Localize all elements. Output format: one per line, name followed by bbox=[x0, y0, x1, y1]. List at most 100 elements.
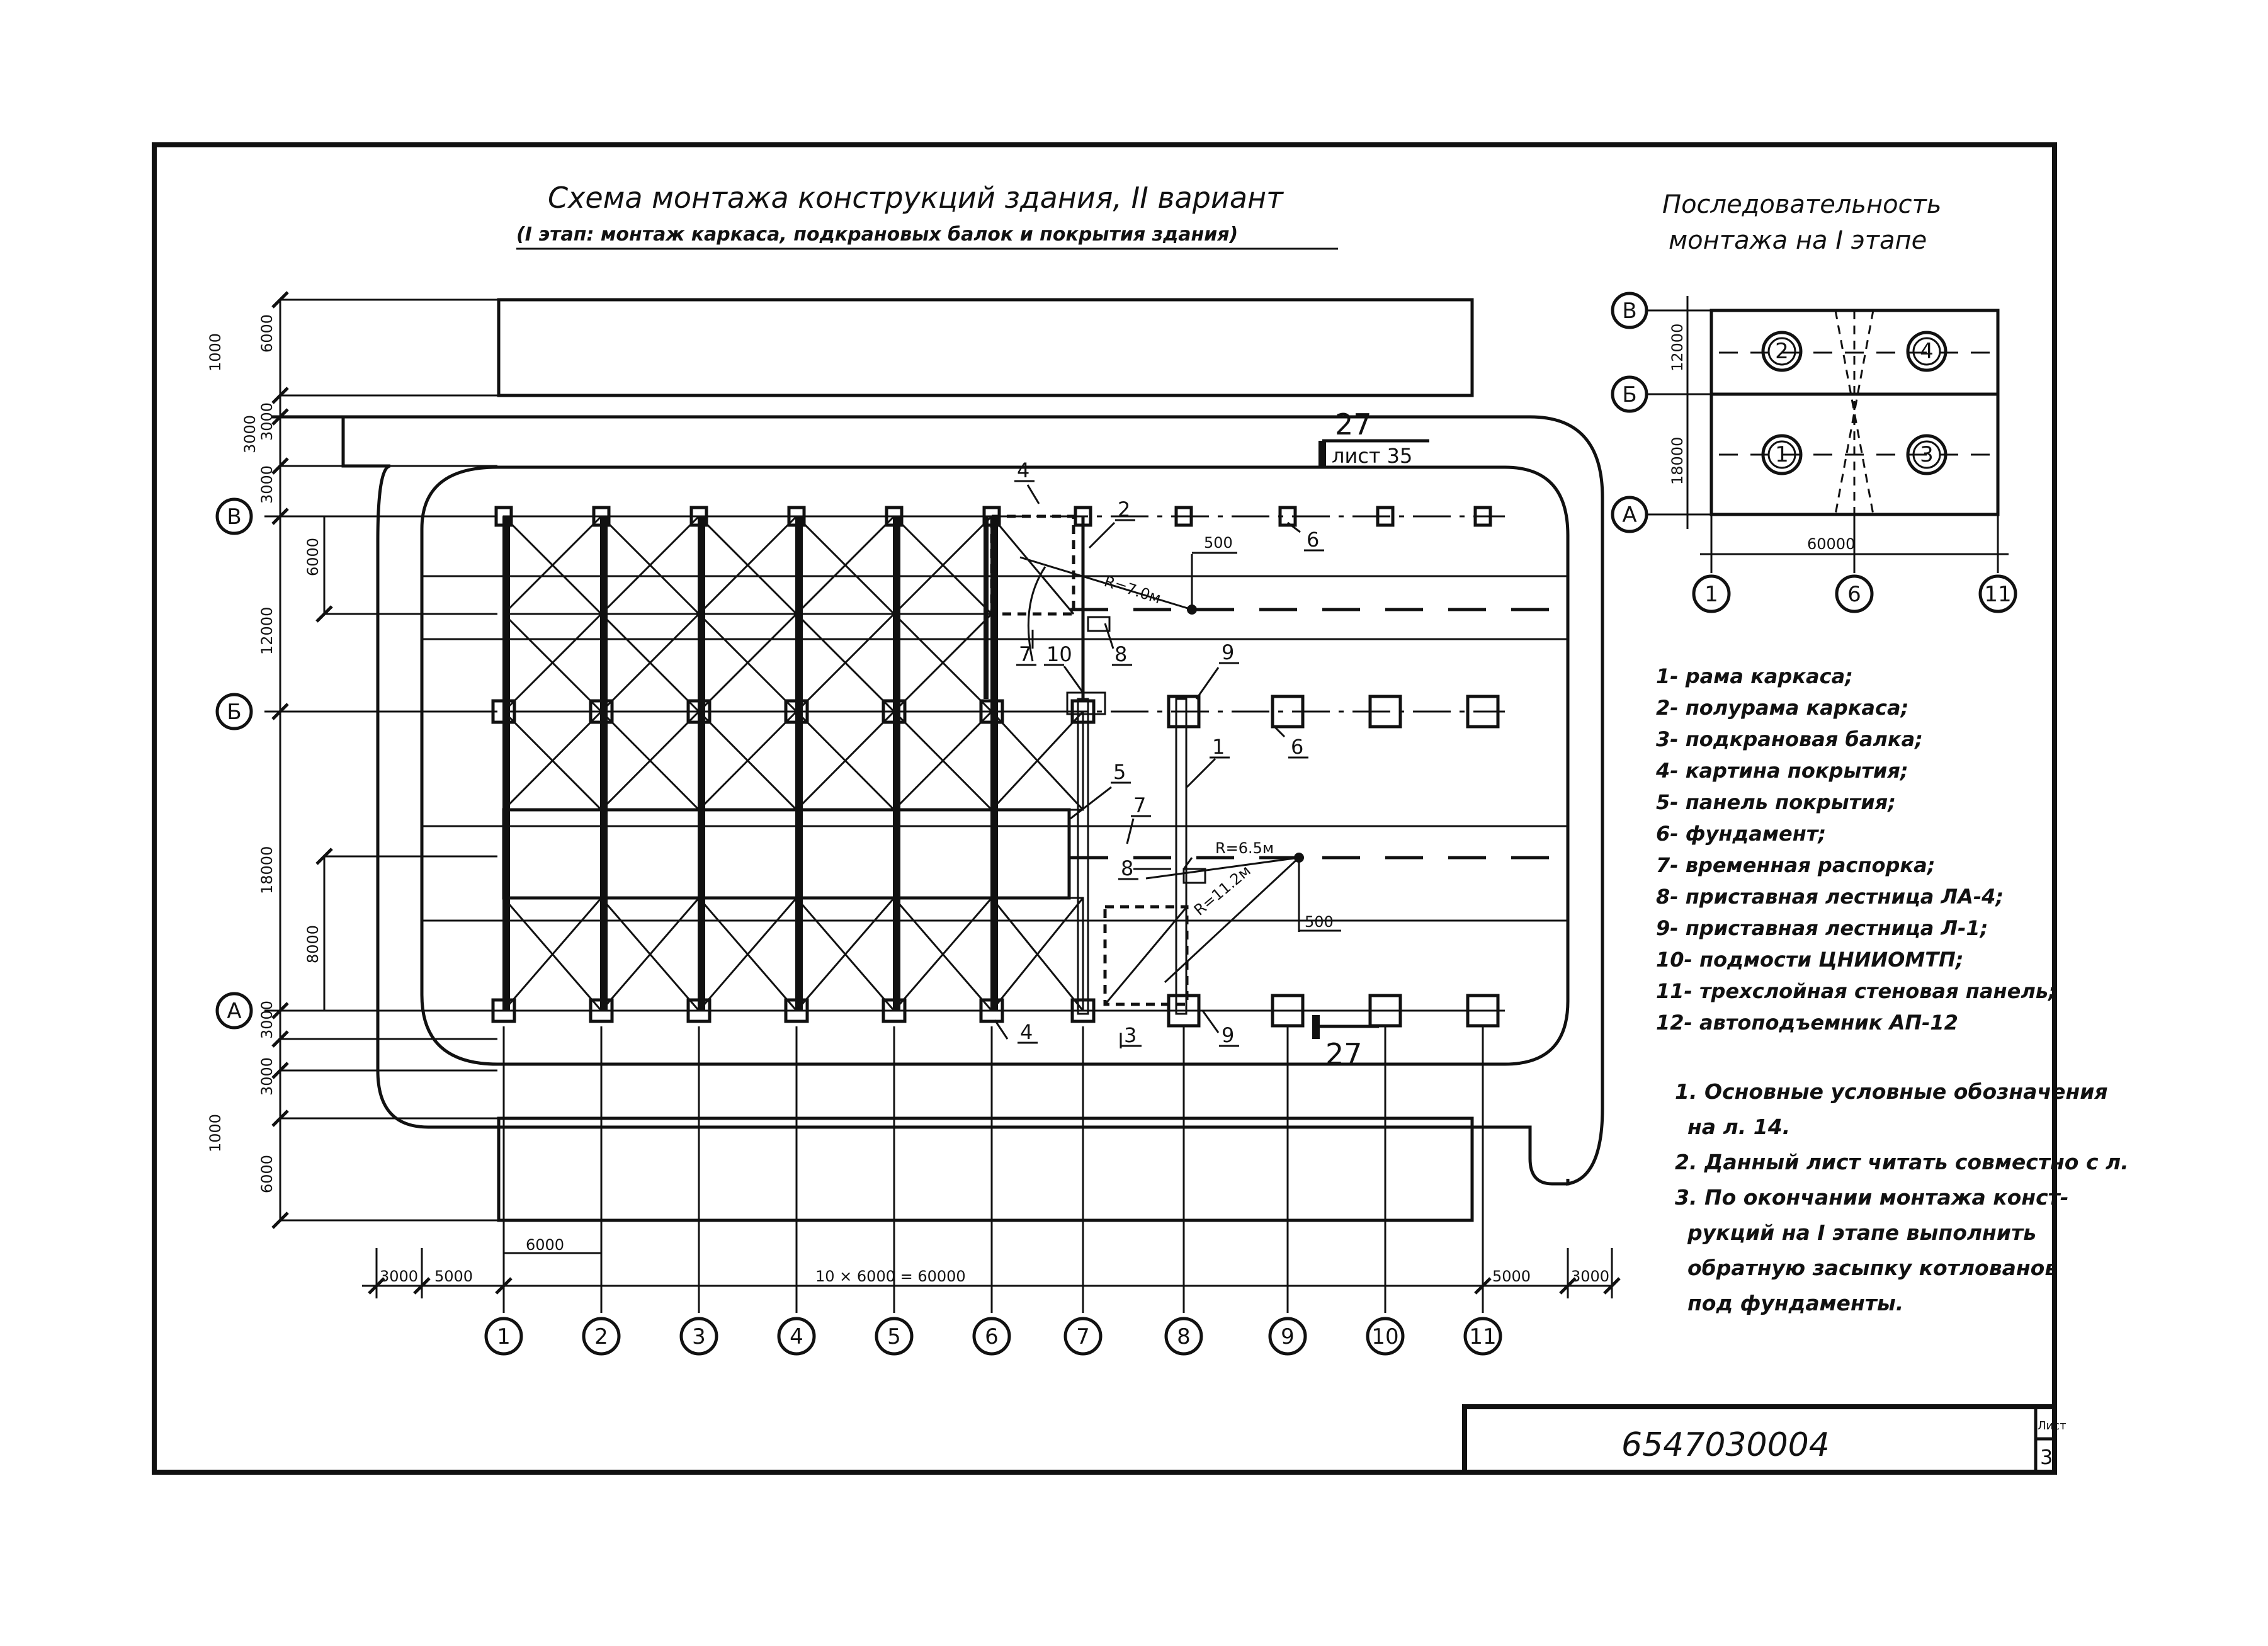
foundations bbox=[491, 506, 1500, 1028]
title-block: Схема монтажа конструкций здания, II вар… bbox=[516, 181, 1338, 250]
foundation bbox=[686, 699, 712, 724]
foundation bbox=[589, 699, 614, 724]
callout-5-leader bbox=[1070, 786, 1112, 820]
seq-cell-ring-inner bbox=[1912, 337, 1941, 366]
roof-bay bbox=[698, 897, 798, 1012]
left-chain-tick bbox=[271, 457, 289, 475]
callout-4-bot-leader bbox=[994, 1019, 1009, 1040]
roof-bay bbox=[893, 710, 993, 811]
seq-row-axis-marker-2: А bbox=[1611, 496, 1648, 533]
column-axis-marker-8-ring bbox=[1268, 1317, 1307, 1356]
legend-item-4: 5- панель покрытия; bbox=[1656, 790, 1896, 814]
left-chain-tick bbox=[271, 1062, 289, 1079]
roof-bay bbox=[600, 897, 700, 1012]
row-axis-marker-0-label: В bbox=[227, 504, 241, 530]
roof-bay-brace bbox=[795, 613, 895, 713]
callout-3: 3 bbox=[1124, 1023, 1137, 1047]
dim-left-3000-a: 3000 bbox=[258, 402, 276, 441]
title-stamp: 6547030004 Лист 3 bbox=[1462, 1404, 2067, 1475]
foundation-row-v bbox=[1473, 506, 1492, 527]
foundation bbox=[784, 699, 809, 724]
seq-row-axis-marker-2-label: А bbox=[1622, 502, 1636, 528]
seq-column-axis-marker-2: 11 bbox=[1978, 574, 2017, 613]
seq-cell-marker-0: 2 bbox=[1761, 331, 1803, 372]
legend: 1- рама каркаса;2- полурама каркаса;3- п… bbox=[1655, 664, 2056, 1035]
dim-bottom-3000-left: 3000 bbox=[380, 1268, 418, 1285]
row-axis-marker-1-label: Б bbox=[227, 700, 241, 725]
roof-bay-brace bbox=[795, 515, 895, 615]
row-axis-marker-2-label: А bbox=[227, 999, 241, 1024]
roof-bay-brace bbox=[600, 897, 700, 1011]
column-axis-marker-3-ring bbox=[777, 1317, 816, 1356]
seq-cell-ring-outer bbox=[1906, 331, 1948, 372]
foundation bbox=[1271, 695, 1305, 729]
seq-row-axis-marker-1-ring bbox=[1611, 375, 1648, 413]
left-chain-tick bbox=[271, 703, 289, 720]
left-chain-tick bbox=[271, 408, 289, 426]
callout-1: 1 bbox=[1212, 735, 1225, 759]
column-axis-marker-0-label: 1 bbox=[497, 1324, 511, 1349]
legend-item-8: 9- приставная лестница Л-1; bbox=[1656, 916, 1988, 940]
column-axis-marker-3-label: 4 bbox=[790, 1324, 803, 1349]
callout-6-mid-leader bbox=[1271, 723, 1286, 738]
dim-left-bot-3000-b: 3000 bbox=[258, 1057, 276, 1096]
roof-bay bbox=[600, 515, 700, 615]
note-line-4: рукций на I этапе выполнить bbox=[1687, 1220, 2036, 1245]
seq-cell-marker-2: 1 bbox=[1761, 434, 1803, 475]
seq-cell-label: 2 bbox=[1775, 339, 1789, 364]
section-number-bottom: 27 bbox=[1325, 1037, 1363, 1071]
column-axis-marker-7-ring bbox=[1164, 1317, 1203, 1356]
column-axis-marker-7: 8 bbox=[1164, 1317, 1203, 1356]
foundation bbox=[1368, 994, 1402, 1028]
row-axis-marker-1-ring bbox=[215, 693, 253, 730]
foundation-row-v bbox=[1278, 506, 1297, 527]
column-axis-marker-1-ring bbox=[582, 1317, 621, 1356]
bottom-chain-tick bbox=[1474, 1277, 1492, 1295]
callout-7-mid: 7 bbox=[1133, 793, 1146, 817]
callout-5: 5 bbox=[1113, 760, 1126, 784]
seq-cell-ring-inner bbox=[1767, 440, 1796, 469]
legend-item-9: 10- подмости ЦНИИОМТП; bbox=[1656, 948, 1964, 972]
dim-bottom-3000-right: 3000 bbox=[1571, 1268, 1609, 1285]
roof-bay-brace bbox=[893, 515, 993, 615]
callout-7-top: 7 bbox=[1019, 642, 1031, 666]
dim-bottom-total: 10 × 6000 = 60000 bbox=[815, 1268, 966, 1285]
section-sheet: лист 35 bbox=[1332, 444, 1412, 468]
row-axis-marker-2-ring bbox=[215, 992, 253, 1030]
seq-cell-ring-outer bbox=[1761, 434, 1803, 475]
seq-cell-ring-outer bbox=[1761, 331, 1803, 372]
column-axis-marker-4-label: 5 bbox=[887, 1324, 901, 1349]
left-chain-tick bbox=[271, 508, 289, 525]
column-axis-marker-5-ring bbox=[972, 1317, 1011, 1356]
callout-4-top-leader bbox=[1026, 484, 1040, 504]
row-axis-marker-0-ring bbox=[215, 497, 253, 535]
seq-column-axis-marker-0: 1 bbox=[1692, 574, 1731, 613]
foundation bbox=[1167, 994, 1201, 1028]
callout-7-mid-leader bbox=[1126, 818, 1135, 844]
column-axis-marker-8-label: 9 bbox=[1281, 1324, 1295, 1349]
dim-bottom-5000-right: 5000 bbox=[1492, 1268, 1531, 1285]
legend-item-6: 7- временная распорка; bbox=[1656, 853, 1935, 877]
column-axis-marker-8: 9 bbox=[1268, 1317, 1307, 1356]
dim-bay-6000: 6000 bbox=[526, 1236, 564, 1254]
seq-row-axis-marker-0-label: В bbox=[1622, 298, 1636, 324]
roof-bay bbox=[795, 710, 895, 811]
seq-column-axis-marker-0-ring bbox=[1692, 574, 1731, 613]
roof-panel-strip bbox=[502, 808, 1071, 900]
roof-bay bbox=[795, 897, 895, 1012]
column-axis-marker-10: 11 bbox=[1463, 1317, 1502, 1356]
seq-column-axis-marker-2-ring bbox=[1978, 574, 2017, 613]
perimeter-road bbox=[272, 415, 1604, 1186]
legend-item-3: 4- картина покрытия; bbox=[1655, 759, 1908, 783]
roof-bay-brace bbox=[698, 710, 798, 811]
foundation bbox=[589, 998, 614, 1023]
roof-bay-brace bbox=[990, 897, 1084, 1011]
dim-left-6000-top: 6000 bbox=[258, 314, 276, 353]
note-line-2: 2. Данный лист читать совместно с л. bbox=[1675, 1150, 2129, 1174]
callout-9-top: 9 bbox=[1222, 640, 1234, 664]
seq-column-axis-marker-2-label: 11 bbox=[1984, 582, 2011, 607]
seq-cell-label: 1 bbox=[1775, 442, 1789, 467]
callout-8-top: 8 bbox=[1114, 642, 1127, 666]
